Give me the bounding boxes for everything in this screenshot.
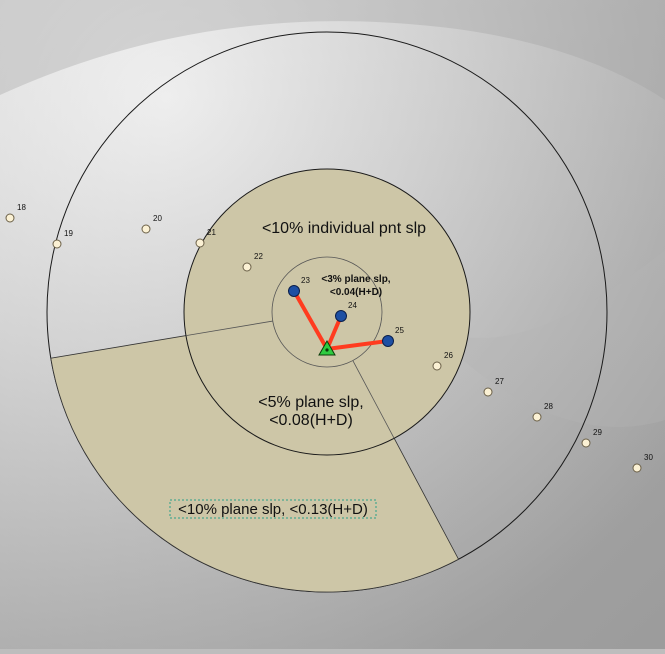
point-label-28: 28 [544, 402, 553, 411]
candidate-point-30[interactable] [632, 463, 642, 473]
point-label-29: 29 [593, 428, 602, 437]
point-label-30: 30 [644, 453, 653, 462]
selected-point-23[interactable] [288, 285, 300, 297]
point-label-25: 25 [395, 326, 404, 335]
candidate-point-22[interactable] [242, 262, 252, 272]
station-center-dot [325, 348, 329, 352]
point-label-21: 21 [207, 228, 216, 237]
survey-points: 18 19 20 21 22 23 24 25 26 27 28 29 30 [5, 203, 653, 473]
candidate-point-29[interactable] [581, 438, 591, 448]
station-triangle-icon[interactable] [318, 339, 336, 356]
candidate-point-21[interactable] [195, 238, 205, 248]
point-label-27: 27 [495, 377, 504, 386]
label-10pct-individual: <10% individual pnt slp [262, 220, 426, 237]
zone-5pct-plane-slope[interactable] [271, 256, 383, 368]
sector-edge-line-left [185, 320, 273, 336]
candidate-point-18[interactable] [5, 213, 15, 223]
leg-to-point-23 [292, 290, 329, 350]
candidate-point-27[interactable] [483, 387, 493, 397]
selected-point-24[interactable] [335, 310, 347, 322]
point-label-22: 22 [254, 252, 263, 261]
point-label-19: 19 [64, 229, 73, 238]
label-5pct-line2: <0.08(H+D) [269, 412, 353, 429]
point-label-26: 26 [444, 351, 453, 360]
label-3pct-line2: <0.04(H+D) [330, 287, 382, 298]
candidate-point-26[interactable] [432, 361, 442, 371]
sector-edge-line-right [352, 360, 395, 439]
candidate-point-20[interactable] [141, 224, 151, 234]
candidate-point-28[interactable] [532, 412, 542, 422]
point-label-23: 23 [301, 276, 310, 285]
station-marker[interactable] [318, 339, 336, 356]
leg-to-point-25 [326, 339, 389, 351]
point-label-20: 20 [153, 214, 162, 223]
point-label-18: 18 [17, 203, 26, 212]
label-5pct-line1: <5% plane slp, [258, 394, 363, 411]
point-label-24: 24 [348, 301, 357, 310]
terrain-ridge [0, 0, 665, 100]
label-10pct-plane: <10% plane slp, <0.13(H+D) [178, 501, 368, 518]
candidate-point-19[interactable] [52, 239, 62, 249]
label-3pct-line1: <3% plane slp, [321, 274, 390, 285]
selected-point-25[interactable] [382, 335, 394, 347]
